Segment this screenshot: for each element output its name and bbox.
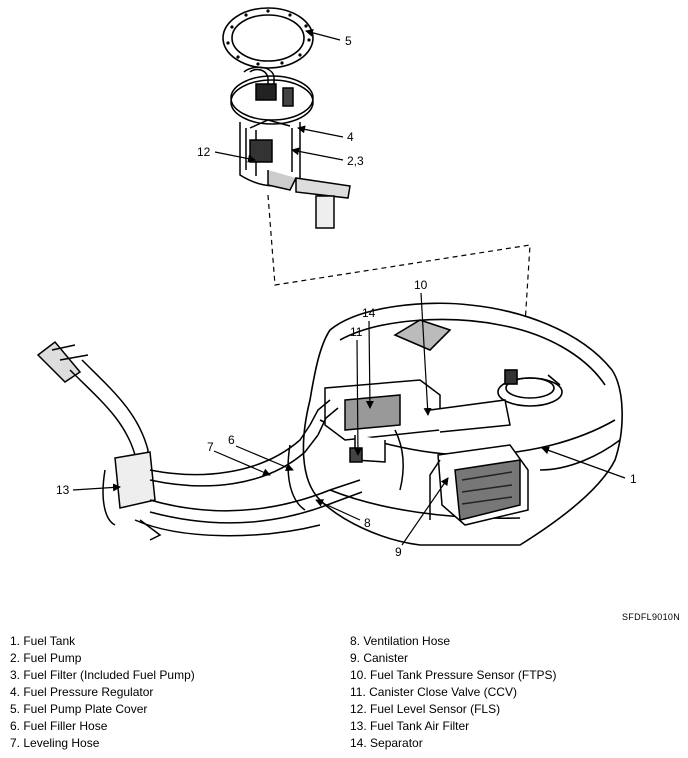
callout-14: 14 xyxy=(362,306,376,320)
callout-1: 1 xyxy=(630,472,637,486)
callout-13: 13 xyxy=(56,483,70,497)
legend-item: 11. Canister Close Valve (CCV) xyxy=(350,685,517,699)
callout-5: 5 xyxy=(345,34,352,48)
separator-unit xyxy=(324,379,511,463)
callout-8: 8 xyxy=(364,516,371,530)
legend-item: 14. Separator xyxy=(350,736,423,750)
callout-9: 9 xyxy=(395,545,402,559)
legend-item: 10. Fuel Tank Pressure Sensor (FTPS) xyxy=(350,668,557,682)
legend-item: 7. Leveling Hose xyxy=(10,736,100,750)
legend-left: 1. Fuel Tank 2. Fuel Pump 3. Fuel Filter… xyxy=(10,633,195,752)
legend-item: 13. Fuel Tank Air Filter xyxy=(350,719,470,733)
dashed-connection-line xyxy=(267,194,531,373)
legend-item: 6. Fuel Filler Hose xyxy=(10,719,108,733)
fuel-system-diagram: 5 4 12 2,3 10 14 11 7 6 13 8 9 1 xyxy=(36,7,637,559)
legend-item: 3. Fuel Filter (Included Fuel Pump) xyxy=(10,668,195,682)
pump-plate-cover xyxy=(222,7,314,69)
figure-code: SFDFL9010N xyxy=(621,612,680,622)
legend-item: 8. Ventilation Hose xyxy=(350,634,451,648)
leader-lines xyxy=(72,28,626,546)
legend-item: 12. Fuel Level Sensor (FLS) xyxy=(350,702,501,716)
callout-7: 7 xyxy=(207,440,214,454)
callout-11: 11 xyxy=(350,325,363,339)
legend-item: 5. Fuel Pump Plate Cover xyxy=(10,702,148,716)
fuel-pump-assembly xyxy=(230,66,351,229)
callout-2-3: 2,3 xyxy=(347,154,364,168)
callout-10: 10 xyxy=(414,278,428,292)
callout-6: 6 xyxy=(228,433,235,447)
legend-item: 9. Canister xyxy=(350,651,409,665)
callout-12: 12 xyxy=(197,145,211,159)
legend-item: 2. Fuel Pump xyxy=(10,651,82,665)
legend-right: 8. Ventilation Hose 9. Canister 10. Fuel… xyxy=(350,633,557,752)
callout-labels: 5 4 12 2,3 10 14 11 7 6 13 8 9 1 xyxy=(56,34,637,559)
canister xyxy=(429,444,529,526)
callout-4: 4 xyxy=(347,130,354,144)
legend-item: 4. Fuel Pressure Regulator xyxy=(10,685,154,699)
legend-item: 1. Fuel Tank xyxy=(10,634,76,648)
